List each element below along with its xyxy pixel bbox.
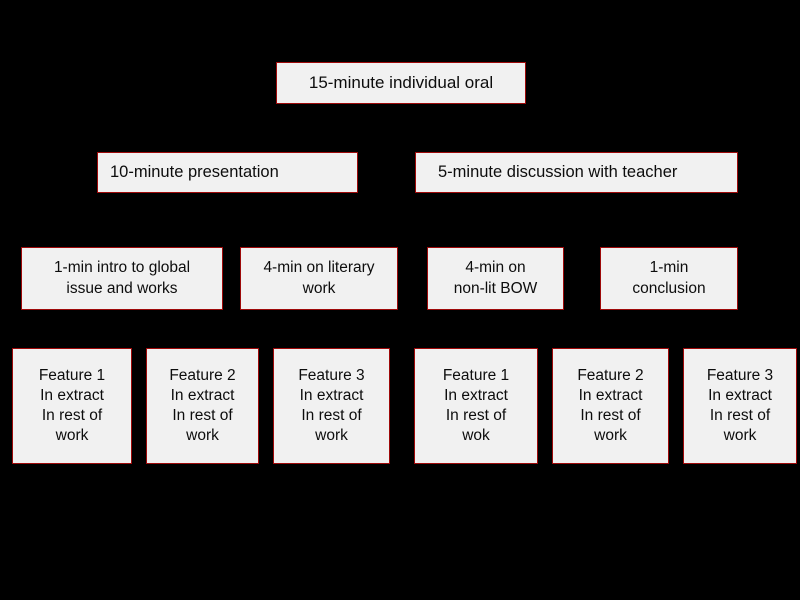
node-literary-work-line-2: work <box>302 279 336 297</box>
node-nonlit-feature-1-line-4: wok <box>462 427 490 445</box>
node-lit-feature-2: Feature 2 In extract In rest of work <box>146 348 259 464</box>
node-nonlit-feature-2: Feature 2 In extract In rest of work <box>552 348 669 464</box>
node-root: 15-minute individual oral <box>276 62 526 104</box>
node-lit-feature-2-line-4: work <box>186 427 219 445</box>
node-lit-feature-3-line-4: work <box>315 427 348 445</box>
node-nonlit-feature-3: Feature 3 In extract In rest of work <box>683 348 797 464</box>
node-conclusion-line-1: 1-min <box>649 259 689 277</box>
node-lit-feature-2-line-2: In extract <box>170 386 235 404</box>
node-nonlit-feature-1-line-3: In rest of <box>445 407 507 424</box>
node-lit-feature-3-line-2: In extract <box>299 386 364 404</box>
node-nonlit-feature-2-line-1: Feature 2 <box>577 366 644 384</box>
node-nonlit-feature-3-line-3: In rest of <box>709 407 771 424</box>
node-lit-feature-1-line-4: work <box>55 427 89 445</box>
node-nonlit-feature-1-line-2: In extract <box>444 386 508 404</box>
node-lit-feature-3-line-1: Feature 3 <box>298 366 365 384</box>
node-literary-work: 4-min on literary work <box>240 247 398 310</box>
node-non-lit-bow-line-2: non-lit BOW <box>453 279 538 297</box>
node-lit-feature-2-line-3: In rest of <box>172 407 233 424</box>
node-nonlit-feature-3-line-1: Feature 3 <box>706 366 774 384</box>
node-discussion-label: 5-minute discussion with teacher <box>438 162 678 181</box>
node-nonlit-feature-2-line-3: In rest of <box>580 407 641 424</box>
node-nonlit-feature-3-line-4: work <box>723 427 757 445</box>
node-nonlit-feature-2-line-2: In extract <box>578 386 643 404</box>
node-non-lit-bow: 4-min on non-lit BOW <box>427 247 564 310</box>
node-nonlit-feature-3-line-2: In extract <box>708 386 772 404</box>
node-non-lit-bow-line-1: 4-min on <box>465 259 526 277</box>
node-presentation-label: 10-minute presentation <box>110 162 279 181</box>
node-lit-feature-1-line-1: Feature 1 <box>38 366 106 384</box>
node-lit-feature-3: Feature 3 In extract In rest of work <box>273 348 390 464</box>
node-lit-feature-3-line-3: In rest of <box>301 407 362 424</box>
node-intro-line-1: 1-min intro to global <box>53 259 191 277</box>
node-nonlit-feature-1-line-1: Feature 1 <box>442 366 510 384</box>
node-presentation: 10-minute presentation <box>97 152 358 193</box>
node-lit-feature-2-line-1: Feature 2 <box>169 366 236 384</box>
node-nonlit-feature-1: Feature 1 In extract In rest of wok <box>414 348 538 464</box>
node-literary-work-line-1: 4-min on literary <box>263 259 375 277</box>
node-intro-line-2: issue and works <box>66 279 178 297</box>
node-discussion: 5-minute discussion with teacher <box>415 152 738 193</box>
node-nonlit-feature-2-line-4: work <box>594 427 627 445</box>
node-lit-feature-1-line-2: In extract <box>40 386 104 404</box>
node-root-label: 15-minute individual oral <box>308 72 494 92</box>
node-intro: 1-min intro to global issue and works <box>21 247 223 310</box>
node-lit-feature-1-line-3: In rest of <box>41 407 103 424</box>
node-conclusion-line-2: conclusion <box>632 279 706 297</box>
node-lit-feature-1: Feature 1 In extract In rest of work <box>12 348 132 464</box>
node-conclusion: 1-min conclusion <box>600 247 738 310</box>
